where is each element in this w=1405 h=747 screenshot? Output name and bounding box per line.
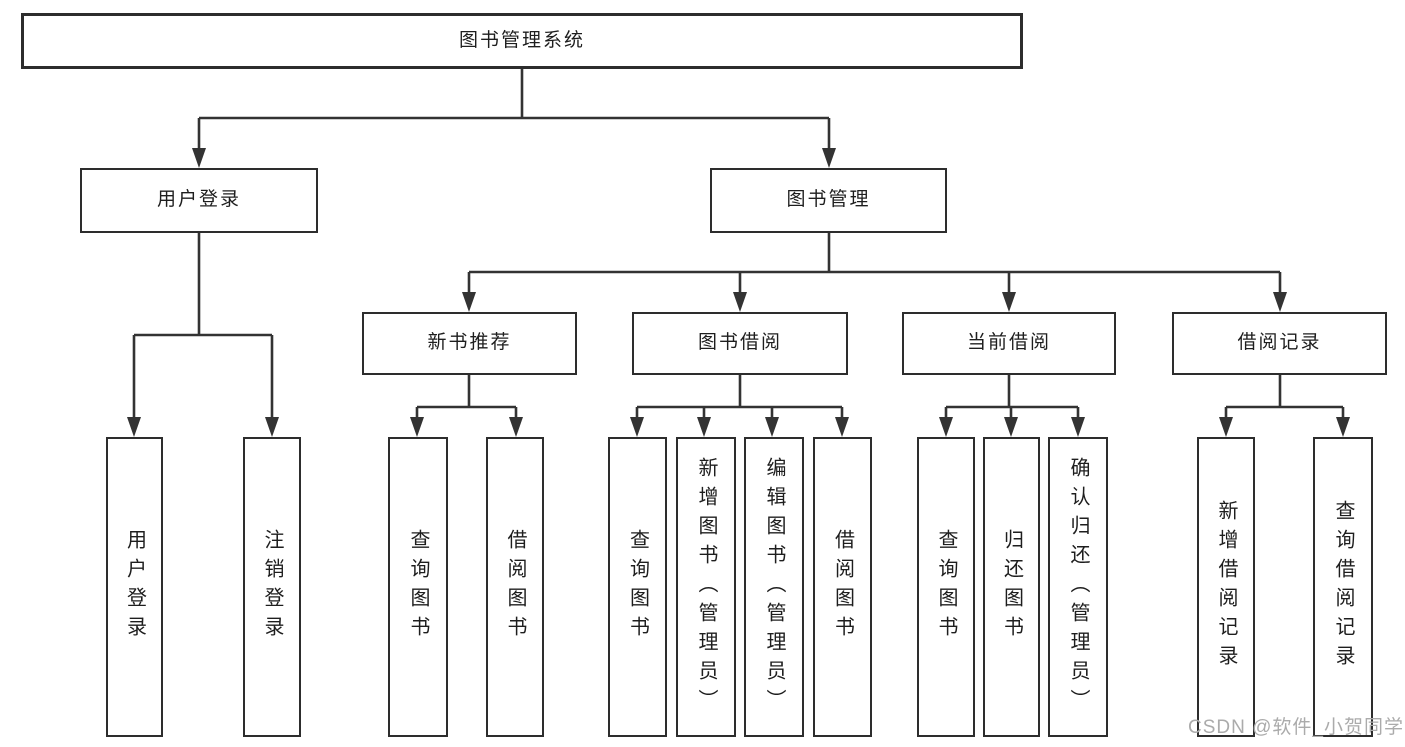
leaf-return-book-label: 归还图书 — [1000, 529, 1023, 645]
leaf-edit-book-admin-label: 编辑图书（管理员） — [763, 456, 785, 718]
leaf-return-book: 归还图书 — [983, 437, 1040, 737]
node-root: 图书管理系统 — [21, 13, 1023, 69]
node-current-borrow-label: 当前借阅 — [966, 332, 1051, 354]
node-user-login-label: 用户登录 — [156, 189, 241, 211]
leaf-borrow-query-book: 查询图书 — [608, 437, 667, 737]
node-book-borrow: 图书借阅 — [632, 312, 848, 375]
leaf-query-borrow-record: 查询借阅记录 — [1313, 437, 1373, 737]
leaf-query-borrow-record-label: 查询借阅记录 — [1332, 500, 1354, 674]
node-user-login: 用户登录 — [80, 168, 318, 233]
node-book-management: 图书管理 — [710, 168, 947, 233]
leaf-confirm-return-admin: 确认归还（管理员） — [1048, 437, 1108, 737]
leaf-recommend-borrow-book-label: 借阅图书 — [504, 529, 526, 645]
leaf-borrow-query-book-label: 查询图书 — [626, 529, 649, 645]
leaf-add-borrow-record: 新增借阅记录 — [1197, 437, 1255, 737]
leaf-add-book-admin: 新增图书（管理员） — [676, 437, 736, 737]
leaf-confirm-return-admin-label: 确认归还（管理员） — [1067, 456, 1089, 718]
node-new-book-recommend: 新书推荐 — [362, 312, 577, 375]
leaf-add-book-admin-label: 新增图书（管理员） — [695, 456, 717, 718]
leaf-borrow-book: 借阅图书 — [813, 437, 872, 737]
leaf-recommend-query-book-label: 查询图书 — [407, 529, 429, 645]
node-current-borrow: 当前借阅 — [902, 312, 1116, 375]
node-root-label: 图书管理系统 — [458, 29, 585, 51]
leaf-current-query-book: 查询图书 — [917, 437, 975, 737]
leaf-logout-label: 注销登录 — [261, 529, 283, 645]
leaf-add-borrow-record-label: 新增借阅记录 — [1215, 500, 1237, 674]
leaf-recommend-query-book: 查询图书 — [388, 437, 448, 737]
leaf-current-query-book-label: 查询图书 — [935, 529, 957, 645]
leaf-user-login: 用户登录 — [106, 437, 163, 737]
node-borrow-record-label: 借阅记录 — [1237, 332, 1322, 354]
csdn-watermark: CSDN @软件_小贺同学 — [1188, 717, 1404, 738]
node-borrow-record: 借阅记录 — [1172, 312, 1387, 375]
leaf-edit-book-admin: 编辑图书（管理员） — [744, 437, 804, 737]
node-new-book-recommend-label: 新书推荐 — [427, 332, 512, 354]
leaf-borrow-book-label: 借阅图书 — [831, 529, 854, 645]
leaf-user-login-label: 用户登录 — [123, 529, 146, 645]
node-book-borrow-label: 图书借阅 — [697, 332, 782, 354]
leaf-recommend-borrow-book: 借阅图书 — [486, 437, 544, 737]
node-book-management-label: 图书管理 — [786, 189, 871, 211]
leaf-logout: 注销登录 — [243, 437, 301, 737]
